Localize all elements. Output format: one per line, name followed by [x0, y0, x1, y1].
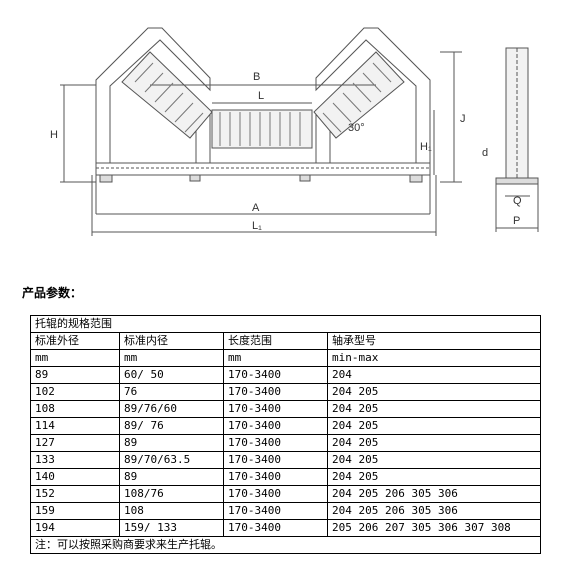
right-roller — [313, 51, 405, 139]
table-row: 152 108/76 170-3400 204 205 206 305 306 — [30, 485, 541, 503]
table-header-row: 标准外径 标准内径 长度范围 轴承型号 — [30, 332, 541, 350]
unit-cell: mm — [223, 349, 328, 367]
table-row: 133 89/70/63.5 170-3400 204 205 — [30, 451, 541, 469]
header-cell: 标准外径 — [30, 332, 120, 350]
outer-diameter-cell: 89 — [30, 366, 120, 384]
center-roller — [211, 109, 313, 149]
side-view — [495, 47, 539, 232]
length-range-cell: 170-3400 — [223, 366, 328, 384]
table-title: 托辊的规格范围 — [30, 315, 541, 333]
header-cell: 标准内径 — [119, 332, 224, 350]
base-frame — [95, 162, 431, 176]
outer-diameter-cell: 108 — [30, 400, 120, 418]
right-bracket — [315, 27, 431, 163]
inner-diameter-cell: 108 — [119, 502, 224, 520]
header-cell: 长度范围 — [223, 332, 328, 350]
table-row: 108 89/76/60 170-3400 204 205 — [30, 400, 541, 418]
inner-diameter-cell: 89/76/60 — [119, 400, 224, 418]
label-p: P — [513, 215, 520, 227]
label-l: L — [258, 90, 264, 102]
inner-diameter-cell: 89/70/63.5 — [119, 451, 224, 469]
table-row: 127 89 170-3400 204 205 — [30, 434, 541, 452]
table-row: 114 89/ 76 170-3400 204 205 — [30, 417, 541, 435]
inner-diameter-cell: 108/76 — [119, 485, 224, 503]
table-row: 159 108 170-3400 204 205 206 305 306 — [30, 502, 541, 520]
length-range-cell: 170-3400 — [223, 451, 328, 469]
length-range-cell: 170-3400 — [223, 468, 328, 486]
table-note: 注：可以按照采购商要求来生产托辊。 — [30, 536, 541, 554]
table-row: 194 159/ 133 170-3400 205 206 207 305 30… — [30, 519, 541, 537]
unit-cell: mm — [119, 349, 224, 367]
outer-diameter-cell: 152 — [30, 485, 120, 503]
length-range-cell: 170-3400 — [223, 383, 328, 401]
section-title: 产品参数： — [22, 286, 83, 300]
bearing-model-cell: 204 205 — [327, 451, 541, 469]
table-units-row: mm mm mm min-max — [30, 349, 541, 367]
left-bracket — [95, 27, 211, 163]
bearing-model-cell: 204 205 — [327, 434, 541, 452]
label-a: A — [252, 202, 260, 214]
idler-technical-drawing: B L 30° H H₁ A L₁ J d Q P — [50, 27, 539, 236]
inner-diameter-cell: 89 — [119, 434, 224, 452]
bearing-model-cell: 204 — [327, 366, 541, 384]
length-range-cell: 170-3400 — [223, 417, 328, 435]
label-angle: 30° — [348, 122, 365, 134]
label-j: J — [460, 113, 466, 125]
header-cell: 轴承型号 — [327, 332, 541, 350]
unit-cell: min-max — [327, 349, 541, 367]
length-range-cell: 170-3400 — [223, 502, 328, 520]
inner-diameter-cell: 76 — [119, 383, 224, 401]
unit-cell: mm — [30, 349, 120, 367]
length-range-cell: 170-3400 — [223, 485, 328, 503]
table-row: 89 60/ 50 170-3400 204 — [30, 366, 541, 384]
bearing-model-cell: 205 206 207 305 306 307 308 — [327, 519, 541, 537]
outer-diameter-cell: 114 — [30, 417, 120, 435]
label-h: H — [50, 129, 58, 141]
outer-diameter-cell: 159 — [30, 502, 120, 520]
length-range-cell: 170-3400 — [223, 400, 328, 418]
label-d: d — [482, 147, 488, 159]
label-q: Q — [513, 195, 522, 207]
inner-diameter-cell: 89/ 76 — [119, 417, 224, 435]
outer-diameter-cell: 127 — [30, 434, 120, 452]
bearing-model-cell: 204 205 206 305 306 — [327, 485, 541, 503]
bearing-model-cell: 204 205 — [327, 417, 541, 435]
inner-diameter-cell: 159/ 133 — [119, 519, 224, 537]
length-range-cell: 170-3400 — [223, 519, 328, 537]
bearing-model-cell: 204 205 — [327, 383, 541, 401]
bearing-model-cell: 204 205 — [327, 400, 541, 418]
length-range-cell: 170-3400 — [223, 434, 328, 452]
inner-diameter-cell: 60/ 50 — [119, 366, 224, 384]
table-row: 102 76 170-3400 204 205 — [30, 383, 541, 401]
outer-diameter-cell: 102 — [30, 383, 120, 401]
bearing-model-cell: 204 205 — [327, 468, 541, 486]
label-b: B — [253, 71, 260, 83]
outer-diameter-cell: 133 — [30, 451, 120, 469]
label-l1: L₁ — [252, 220, 262, 232]
bearing-model-cell: 204 205 206 305 306 — [327, 502, 541, 520]
table-title-row: 托辊的规格范围 — [30, 315, 541, 333]
table-note-row: 注：可以按照采购商要求来生产托辊。 — [30, 536, 541, 554]
outer-diameter-cell: 140 — [30, 468, 120, 486]
spec-table: 托辊的规格范围 标准外径 标准内径 长度范围 轴承型号 mm mm mm min… — [30, 315, 541, 554]
label-h1: H₁ — [420, 141, 432, 153]
left-roller — [121, 51, 213, 139]
inner-diameter-cell: 89 — [119, 468, 224, 486]
table-row: 140 89 170-3400 204 205 — [30, 468, 541, 486]
outer-diameter-cell: 194 — [30, 519, 120, 537]
